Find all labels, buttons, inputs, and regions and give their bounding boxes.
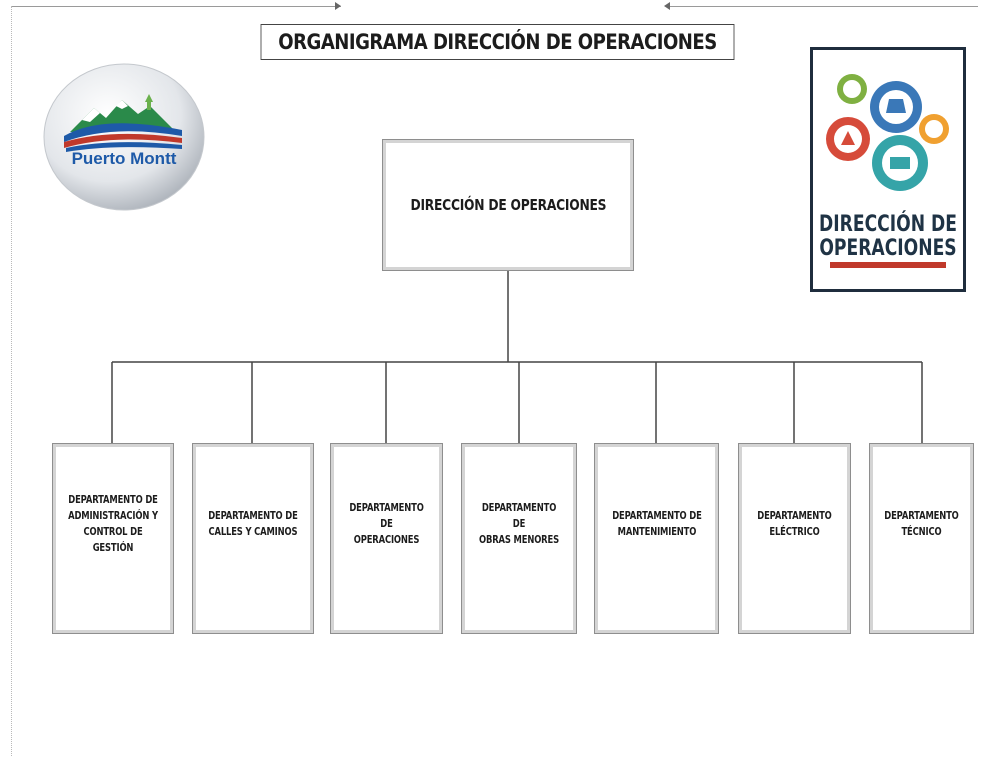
logo-left-text: Puerto Montt bbox=[72, 149, 177, 168]
department-label: DEPARTAMENTO DE CALLES Y CAMINOS bbox=[208, 509, 298, 538]
department-node: DEPARTAMENTO ELÉCTRICO bbox=[738, 443, 851, 634]
department-label: DEPARTAMENTO TÉCNICO bbox=[884, 509, 959, 538]
department-label: DEPARTAMENTO DE OBRAS MENORES bbox=[479, 501, 559, 546]
department-node: DEPARTAMENTO DE OPERACIONES bbox=[330, 443, 443, 634]
logo-right-line2: OPERACIONES bbox=[819, 235, 956, 261]
logo-right-line1: DIRECCIÓN DE bbox=[819, 210, 957, 237]
department-label: DEPARTAMENTO DE OPERACIONES bbox=[349, 501, 424, 546]
logo-right-band bbox=[830, 262, 946, 268]
direccion-operaciones-logo: DIRECCIÓN DE OPERACIONES bbox=[810, 47, 966, 292]
arrow-tick-right bbox=[664, 2, 670, 10]
department-node: DEPARTAMENTO DE MANTENIMIENTO bbox=[594, 443, 719, 634]
department-node: DEPARTAMENTO DE ADMINISTRACIÓN Y CONTROL… bbox=[52, 443, 174, 634]
root-node: DIRECCIÓN DE OPERACIONES bbox=[382, 139, 634, 271]
department-node: DEPARTAMENTO DE CALLES Y CAMINOS bbox=[192, 443, 314, 634]
top-rule-left bbox=[11, 6, 341, 7]
arrow-tick-left bbox=[335, 2, 341, 10]
department-label: DEPARTAMENTO ELÉCTRICO bbox=[757, 509, 832, 538]
department-label: DEPARTAMENTO DE ADMINISTRACIÓN Y CONTROL… bbox=[68, 493, 158, 554]
department-node: DEPARTAMENTO TÉCNICO bbox=[869, 443, 974, 634]
root-node-label: DIRECCIÓN DE OPERACIONES bbox=[410, 196, 606, 214]
top-rule-right bbox=[668, 6, 978, 7]
gears-icon bbox=[826, 74, 949, 191]
department-node: DEPARTAMENTO DE OBRAS MENORES bbox=[461, 443, 577, 634]
puerto-montt-logo: Puerto Montt bbox=[43, 63, 205, 211]
page-title: ORGANIGRAMA DIRECCIÓN DE OPERACIONES bbox=[260, 24, 735, 60]
page-title-text: ORGANIGRAMA DIRECCIÓN DE OPERACIONES bbox=[278, 30, 717, 54]
left-margin-rule bbox=[11, 6, 13, 756]
department-label: DEPARTAMENTO DE MANTENIMIENTO bbox=[611, 509, 702, 538]
